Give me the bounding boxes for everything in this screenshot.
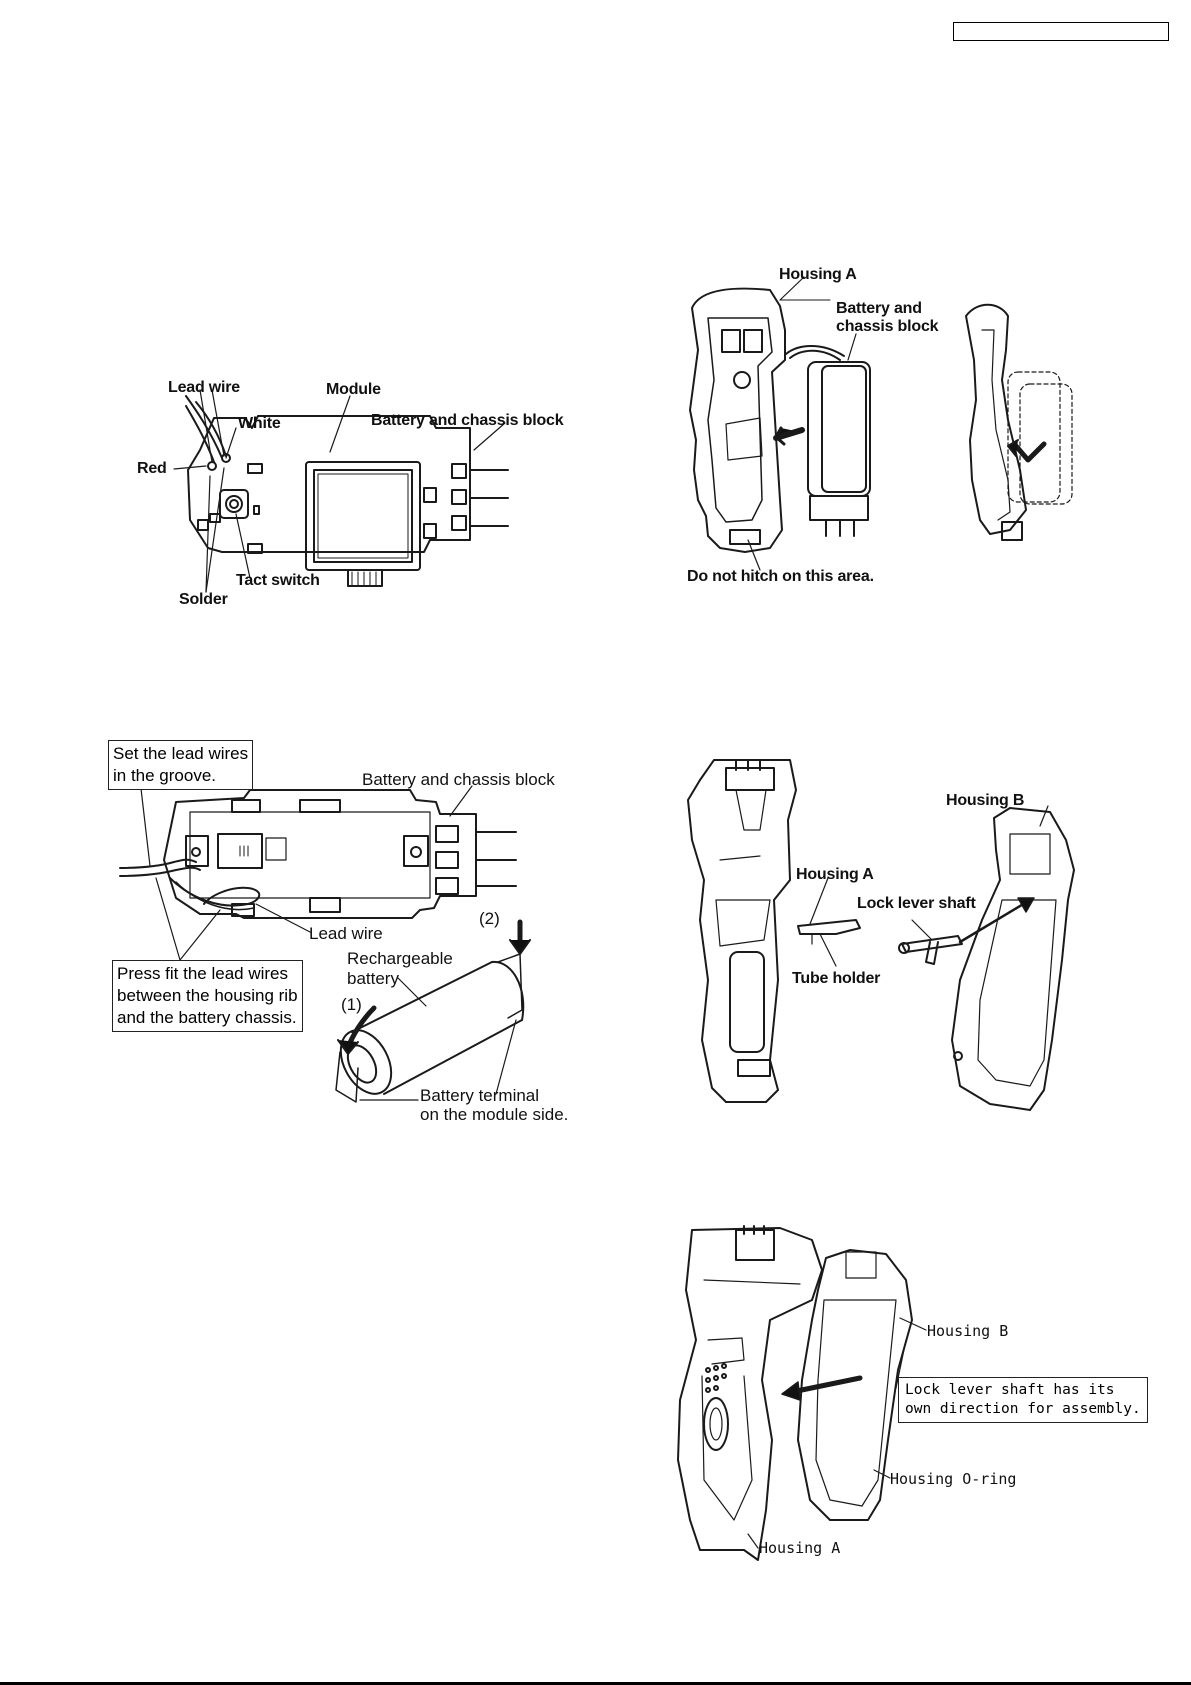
label-battery-chassis-block: Battery and chassis block [362,770,555,789]
label-rechargeable-line2: battery [347,969,399,988]
note-lock-lever-direction: Lock lever shaft has its own direction f… [898,1377,1148,1423]
label-battery-chassis-line2: chassis block [836,318,939,335]
label-housing-b: Housing B [927,1322,1009,1340]
label-lead-wire: Lead wire [168,379,241,396]
page-header-box [953,22,1169,41]
label-red: Red [137,460,167,477]
label-battery-chassis-block: Battery and chassis block [371,412,564,429]
module-board-drawing [173,389,509,593]
note-set-lead-wires: Set the lead wires in the groove. [108,740,254,790]
housing-separation-drawing [687,759,1075,1111]
note-press-fit-lead-wires: Press fit the lead wires between the hou… [112,960,303,1032]
chassis-battery-drawing [119,779,531,1103]
label-step-1: (1) [341,995,362,1014]
label-battery-chassis-line1: Battery and [836,300,922,317]
label-do-not-hitch: Do not hitch on this area. [687,568,874,585]
label-housing-o-ring: Housing O-ring [890,1470,1017,1488]
label-module: Module [326,381,381,398]
label-rechargeable-line1: Rechargeable [347,949,453,968]
label-lock-lever-shaft: Lock lever shaft [857,895,976,912]
label-housing-a: Housing A [779,266,857,283]
label-solder: Solder [179,591,228,608]
label-white: White [238,415,281,432]
label-step-2: (2) [479,909,500,928]
label-tube-holder: Tube holder [792,970,881,987]
label-housing-a: Housing A [759,1539,841,1557]
label-battery-terminal-line1: Battery terminal [420,1086,540,1105]
housing-a-battery-drawing [689,276,1073,571]
page-footer-rule [0,1682,1191,1685]
label-battery-terminal-line2: on the module side. [420,1105,569,1124]
label-lead-wire: Lead wire [309,924,383,943]
label-tact-switch: Tact switch [236,572,320,589]
label-housing-b: Housing B [946,792,1025,809]
housing-assembly-drawing [677,1225,927,1561]
label-housing-a: Housing A [796,866,874,883]
